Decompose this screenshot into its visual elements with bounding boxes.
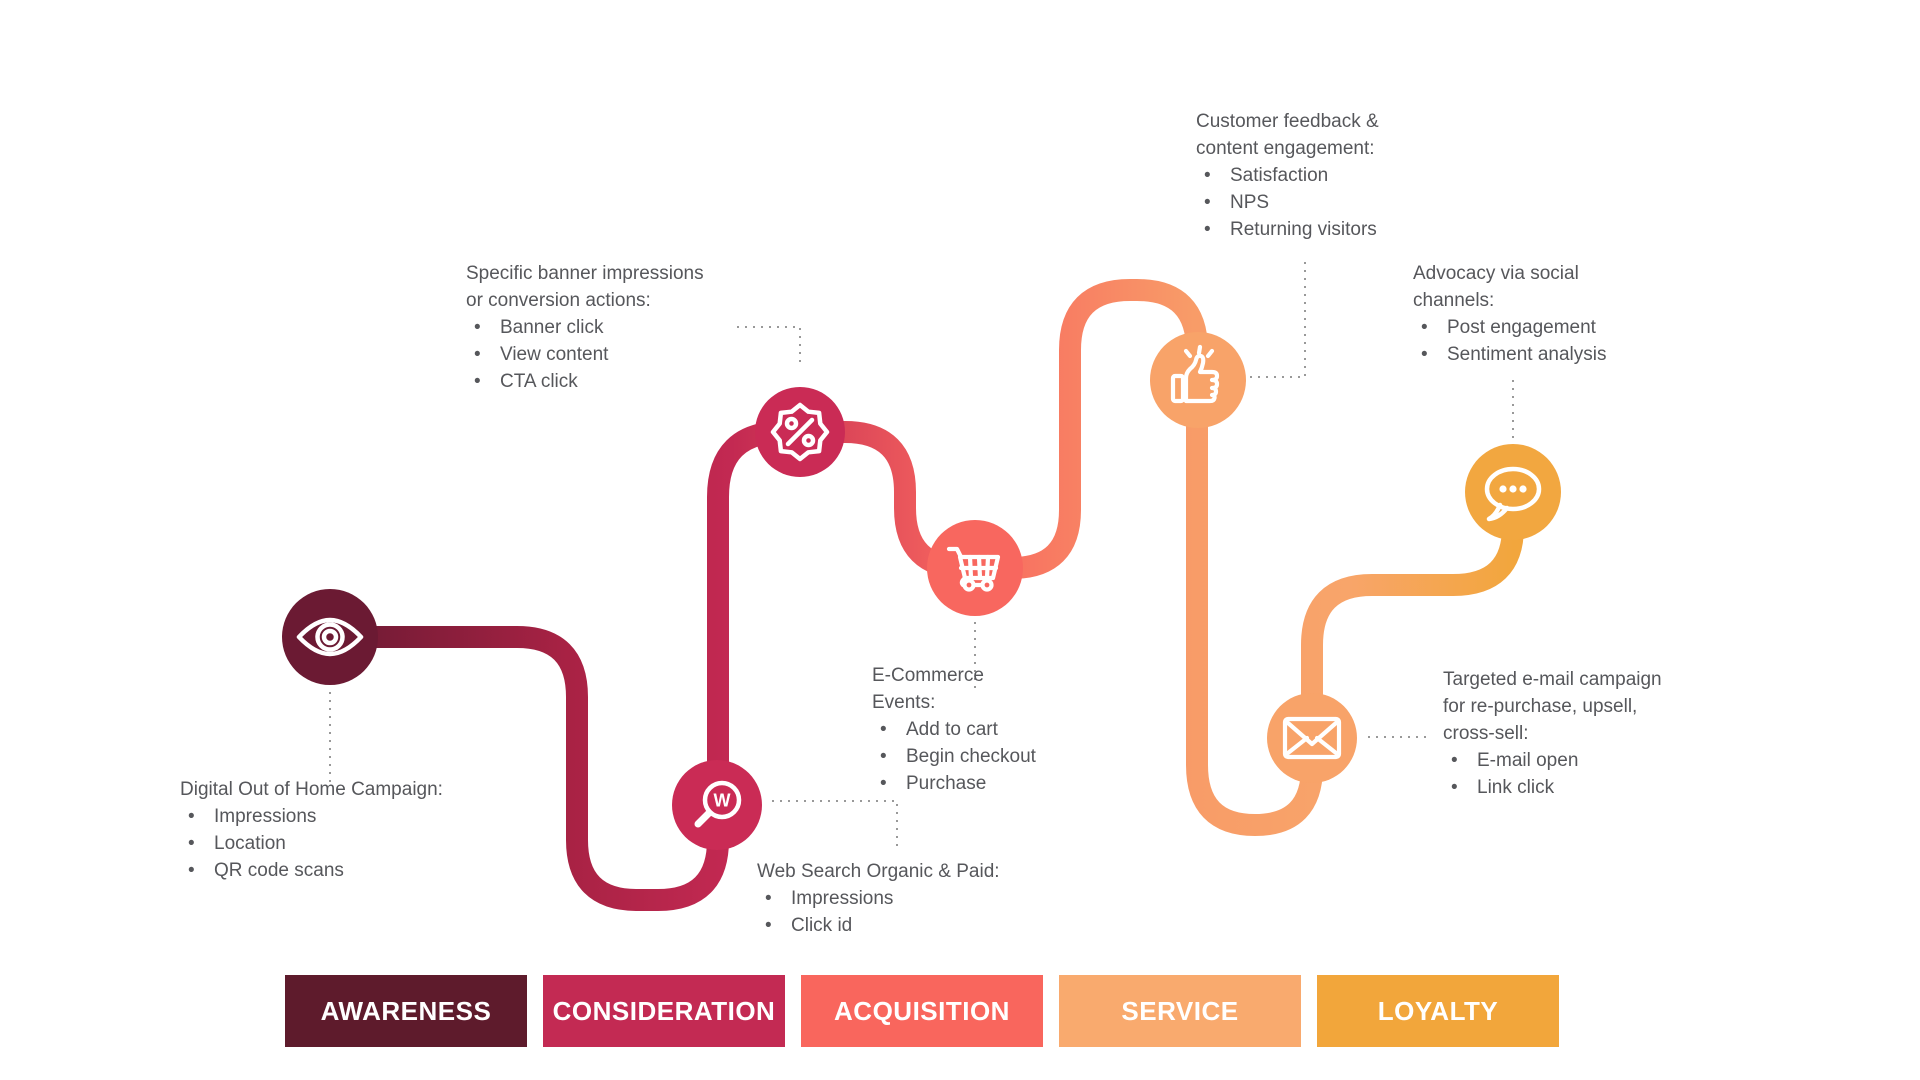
- note-email-bullet: E-mail open: [1443, 747, 1662, 774]
- note-email-bullet: Link click: [1443, 774, 1662, 801]
- note-websearch-bullet: Click id: [757, 912, 1000, 939]
- note-ecommerce-bullet: Add to cart: [872, 716, 1036, 743]
- email-node: [1267, 693, 1357, 783]
- websearch-node-circle: [672, 760, 762, 850]
- stage-label: LOYALTY: [1377, 995, 1499, 1026]
- note-feedback-title: Customer feedback &: [1196, 111, 1379, 132]
- stage-bar-awareness: AWARENESS: [285, 975, 527, 1047]
- note-websearch-bullet: Impressions: [757, 885, 1000, 912]
- feedback-node: [1150, 332, 1246, 428]
- note-feedback-bullet: NPS: [1196, 189, 1379, 216]
- search-glyph-w: W: [714, 791, 731, 811]
- stage-bar-consideration: CONSIDERATION: [543, 975, 785, 1047]
- connector-banner: [737, 326, 801, 362]
- note-banner-title: or conversion actions:: [466, 290, 651, 311]
- stage-label: CONSIDERATION: [552, 995, 776, 1026]
- note-banner-bullet: View content: [466, 341, 704, 368]
- shopping-cart-icon: [946, 546, 1001, 592]
- stage-label: ACQUISITION: [834, 995, 1010, 1026]
- note-advocacy-bullet: Post engagement: [1413, 314, 1606, 341]
- stage-label: AWARENESS: [320, 995, 492, 1026]
- websearch-node: W: [672, 760, 762, 850]
- note-ecommerce: E-Commerce Events: Add to cart Begin che…: [872, 662, 1036, 797]
- note-websearch: Web Search Organic & Paid: Impressions C…: [757, 858, 1000, 939]
- connector-websearch: [772, 800, 898, 852]
- note-advocacy-title: Advocacy via social: [1413, 263, 1579, 284]
- note-advocacy-bullet: Sentiment analysis: [1413, 341, 1606, 368]
- note-ecommerce-bullet: Purchase: [872, 770, 1036, 797]
- stage-bar-acquisition: ACQUISITION: [801, 975, 1043, 1047]
- stage-bar-service: SERVICE: [1059, 975, 1301, 1047]
- note-ecommerce-bullet: Begin checkout: [872, 743, 1036, 770]
- note-feedback: Customer feedback & content engagement: …: [1196, 108, 1379, 243]
- stage-label: SERVICE: [1121, 995, 1239, 1026]
- note-dooh: Digital Out of Home Campaign: Impression…: [180, 776, 443, 884]
- ecommerce-node: [927, 520, 1023, 616]
- note-advocacy-title: channels:: [1413, 290, 1495, 311]
- awareness-node: [282, 589, 378, 685]
- advocacy-node: [1465, 444, 1561, 540]
- note-dooh-title: Digital Out of Home Campaign:: [180, 779, 443, 800]
- note-banner-bullet: CTA click: [466, 368, 704, 395]
- note-feedback-title: content engagement:: [1196, 138, 1375, 159]
- note-feedback-bullet: Returning visitors: [1196, 216, 1379, 243]
- note-email-title: for re-purchase, upsell,: [1443, 696, 1638, 717]
- envelope-icon: [1282, 716, 1342, 760]
- feedback-node-circle: [1150, 332, 1246, 428]
- note-banner-bullet: Banner click: [466, 314, 704, 341]
- connector-feedback: [1250, 256, 1306, 378]
- note-banner: Specific banner impressions or conversio…: [466, 260, 704, 395]
- note-ecommerce-title: Events:: [872, 692, 936, 713]
- banner-node: [755, 387, 845, 477]
- note-websearch-title: Web Search Organic & Paid:: [757, 861, 1000, 882]
- web-search-icon: W: [694, 780, 742, 828]
- eye-icon: [296, 617, 364, 657]
- note-dooh-bullet: QR code scans: [180, 857, 443, 884]
- note-dooh-bullet: Location: [180, 830, 443, 857]
- note-advocacy: Advocacy via social channels: Post engag…: [1413, 260, 1606, 368]
- email-node-circle: [1267, 693, 1357, 783]
- note-email-title: cross-sell:: [1443, 723, 1529, 744]
- awareness-node-circle: [282, 589, 378, 685]
- note-dooh-bullet: Impressions: [180, 803, 443, 830]
- speech-bubble-icon: [1484, 466, 1542, 522]
- thumbs-up-icon: [1170, 344, 1220, 404]
- note-feedback-bullet: Satisfaction: [1196, 162, 1379, 189]
- note-email-title: Targeted e-mail campaign: [1443, 669, 1662, 690]
- note-email: Targeted e-mail campaign for re-purchase…: [1443, 666, 1662, 801]
- note-banner-title: Specific banner impressions: [466, 263, 704, 284]
- stage-bar-loyalty: LOYALTY: [1317, 975, 1559, 1047]
- note-ecommerce-title: E-Commerce: [872, 665, 984, 686]
- discount-badge-icon: [770, 402, 830, 462]
